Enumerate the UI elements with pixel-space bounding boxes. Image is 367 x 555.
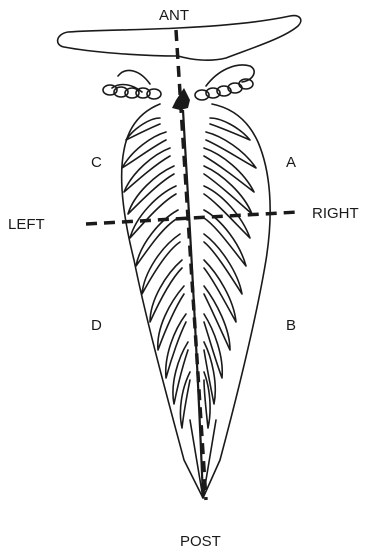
anterior-label: ANT (159, 8, 189, 23)
posterior-label: POST (180, 534, 221, 549)
left-rhinophore (103, 85, 161, 99)
quadrant-b-label: B (286, 318, 296, 333)
quadrant-d-label: D (91, 318, 102, 333)
quadrant-a-label: A (286, 155, 296, 170)
left-label: LEFT (8, 217, 45, 232)
right-label: RIGHT (312, 206, 359, 221)
left-right-axis (86, 212, 298, 224)
quadrant-c-label: C (91, 155, 102, 170)
cerata-left (122, 118, 190, 428)
cerata-right (204, 118, 256, 428)
right-rhinophore-stalk (206, 65, 254, 86)
